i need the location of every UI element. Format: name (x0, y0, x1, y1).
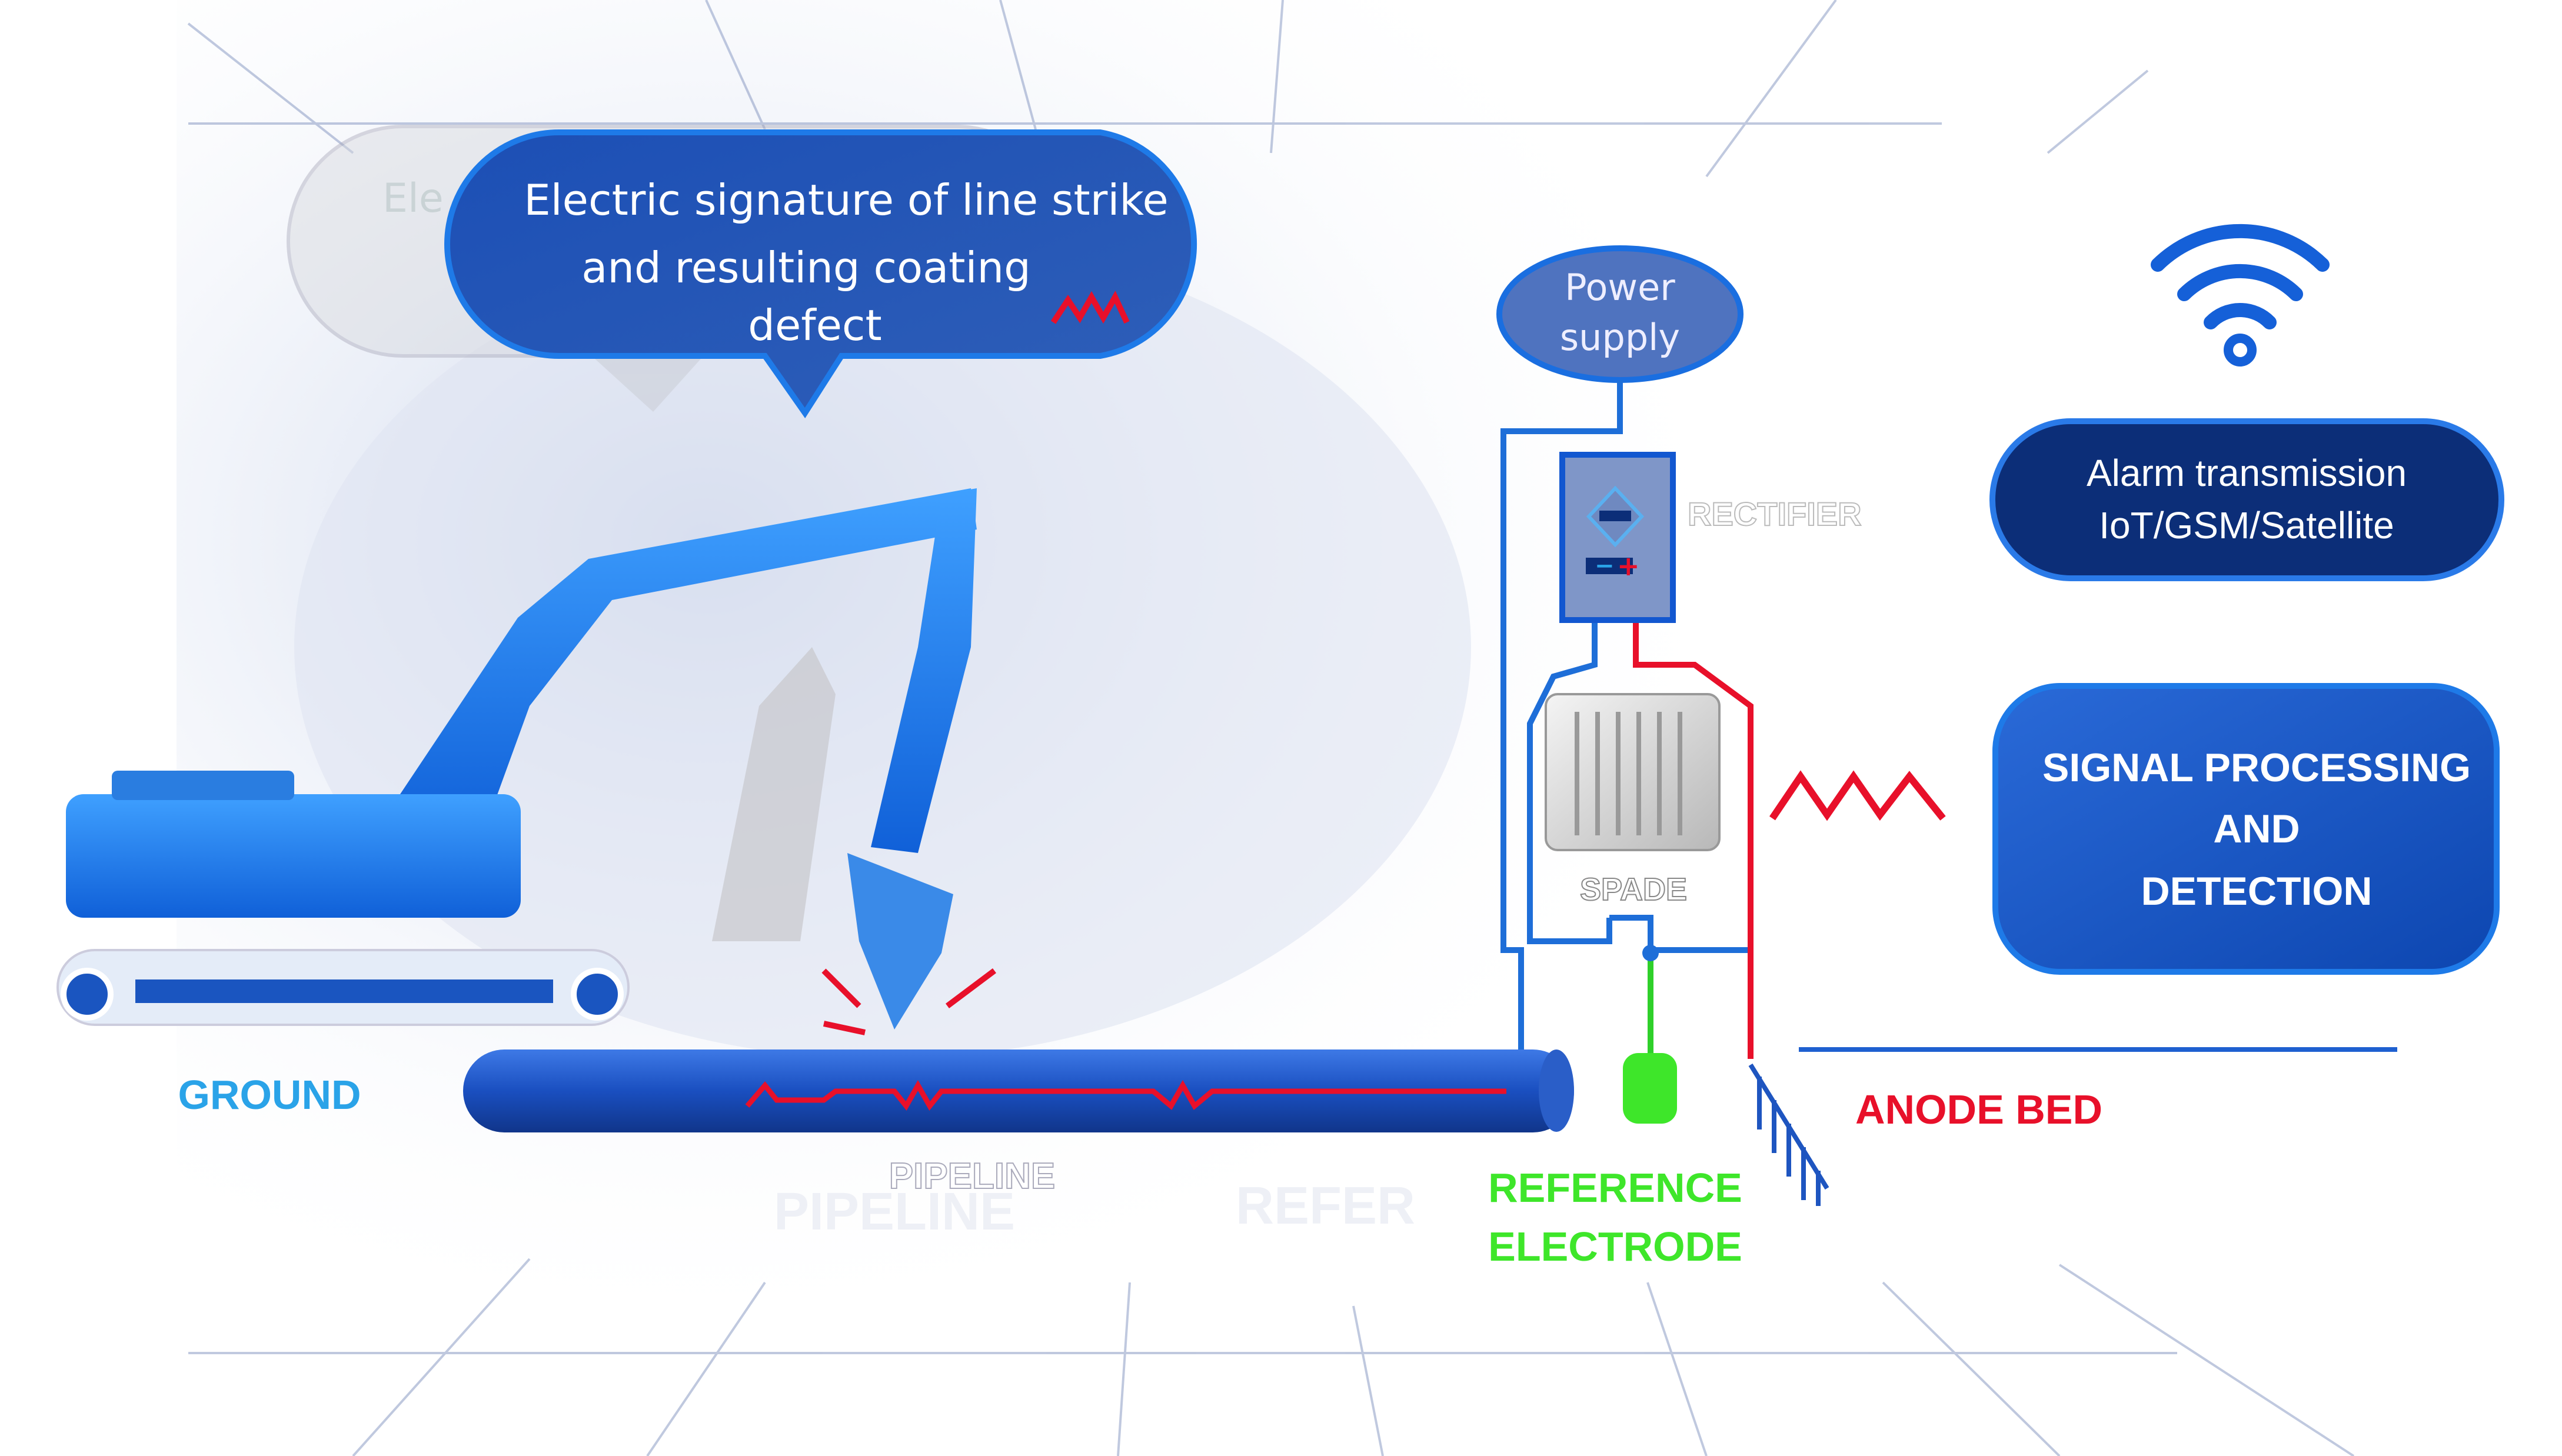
power-supply: Power supply (1496, 245, 1744, 383)
reference-electrode (1623, 1053, 1677, 1124)
alarm-line-2: IoT/GSM/Satellite (2099, 504, 2394, 547)
callout-ghost-text: Ele (382, 175, 444, 222)
anode-bed (1748, 1063, 1829, 1206)
signal-processing-box: SIGNAL PROCESSING AND DETECTION (1992, 683, 2500, 975)
signal-line-1: SIGNAL PROCESSING (2042, 745, 2471, 790)
power-supply-line-2: supply (1560, 316, 1680, 359)
signal-wave-icon (1050, 291, 1130, 324)
pipeline (463, 1049, 1574, 1132)
pipeline-reflection: PIPELINE (774, 1182, 1015, 1241)
signal-wave-icon (1769, 770, 1946, 821)
callout-line-1: Electric signature of line strike (524, 175, 1169, 225)
signal-line-3: DETECTION (2141, 869, 2373, 914)
callout-line-3: defect (748, 301, 881, 350)
anode-bed-label: ANODE BED (1855, 1087, 2102, 1132)
reference-electrode-label-1: REFERENCE (1488, 1165, 1742, 1211)
reference-reflection: REFER (1236, 1177, 1415, 1235)
ground-label: GROUND (178, 1072, 361, 1118)
signal-wave-icon (745, 1079, 1506, 1111)
rectifier-symbol-icon (1586, 485, 1645, 548)
excavator-illustration (56, 488, 996, 1035)
radiator-icon (1545, 693, 1721, 851)
wifi-icon (2151, 224, 2330, 367)
rectifier-minus: − (1595, 552, 1615, 579)
power-supply-line-1: Power (1565, 266, 1675, 309)
spade: SPADE (1545, 693, 1721, 908)
rectifier-plus: + (1617, 550, 1640, 582)
pipeline-label: PIPELINE (889, 1156, 1056, 1197)
reference-electrode-label-2: ELECTRODE (1488, 1224, 1742, 1270)
rectifier: − + RECTIFIER (1559, 452, 1862, 623)
signal-line-2: AND (2213, 807, 2300, 851)
wires (1500, 380, 1754, 1059)
line-strike-callout: Electric signature of line strike and re… (444, 129, 1197, 418)
rectifier-label: RECTIFIER (1688, 495, 1862, 532)
spade-label: SPADE (1580, 872, 1687, 907)
alarm-transmission-box: Alarm transmission IoT/GSM/Satellite (1989, 418, 2504, 581)
callout-line-2: and resulting coating (581, 243, 1031, 292)
alarm-line-1: Alarm transmission (2087, 452, 2407, 494)
